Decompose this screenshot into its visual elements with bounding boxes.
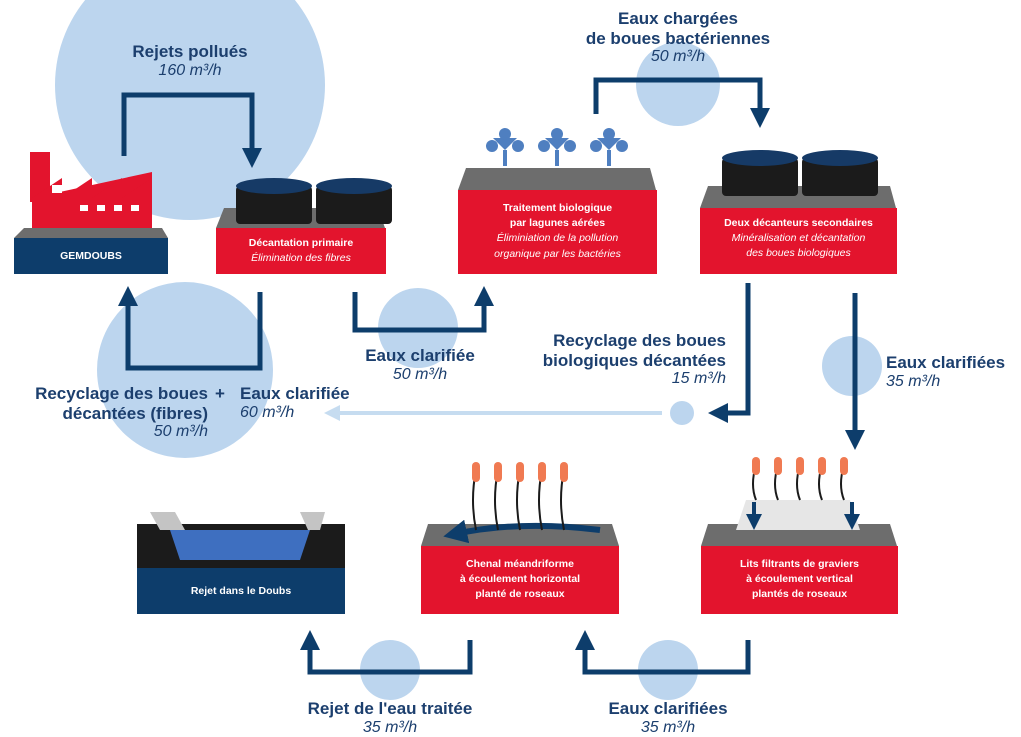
label-flow: 160 m³/h bbox=[158, 61, 222, 79]
rejet-doubs-text: Rejet dans le Doubs bbox=[137, 584, 345, 599]
unit-subtitle: Élimination des fibres bbox=[251, 252, 351, 265]
rejet-doubs-unit bbox=[137, 512, 345, 614]
label-title-2: de boues bactériennes bbox=[585, 28, 771, 48]
label-flow: 50 m³/h bbox=[650, 48, 706, 66]
unit-title-2: par lagunes aérées bbox=[509, 217, 606, 230]
bubble-eaux-clarifiees-3 bbox=[822, 336, 882, 396]
label-flow: 35 m³/h bbox=[886, 372, 941, 390]
unit-line-3: planté de roseaux bbox=[475, 588, 565, 601]
unit-title: GEMDOUBS bbox=[60, 250, 122, 262]
traitement-biologique-unit bbox=[458, 128, 657, 274]
chenal-text: Chenal méandriforme à écoulement horizon… bbox=[421, 557, 619, 603]
arrow-rejet bbox=[300, 630, 473, 675]
unit-title: Rejet dans le Doubs bbox=[190, 585, 292, 597]
unit-line-2: à écoulement horizontal bbox=[459, 573, 581, 586]
label-title: Rejet de l'eau traitée bbox=[307, 699, 473, 718]
chenal-unit bbox=[421, 462, 619, 614]
unit-title-1: Traitement biologique bbox=[502, 202, 613, 214]
label-eaux-clarifiee-2: Eaux clarifiée 60 m³/h bbox=[240, 384, 370, 422]
unit-line-2: à écoulement vertical bbox=[746, 573, 853, 586]
label-title: Eaux clarifiée bbox=[365, 346, 475, 365]
label-title: Eaux clarifiées bbox=[886, 353, 1006, 372]
label-eaux-clarifiees-4: Eaux clarifiées 35 m³/h bbox=[578, 699, 758, 737]
label-flow: 15 m³/h bbox=[671, 370, 726, 388]
bubble-recyclage-bio bbox=[670, 401, 694, 425]
unit-line-1: Lits filtrants de graviers bbox=[739, 558, 860, 570]
label-title-1: Recyclage des boues bbox=[35, 384, 208, 403]
gemdoubs-label: GEMDOUBS bbox=[14, 249, 168, 264]
unit-title: Deux décanteurs secondaires bbox=[724, 217, 873, 229]
unit-sub-1: Éliminiation de la pollution bbox=[496, 232, 619, 245]
arrow-eaux-clarifiees-4 bbox=[575, 630, 751, 675]
label-flow: 50 m³/h bbox=[153, 423, 208, 441]
label-recyclage-bio: Recyclage des boues biologiques décantée… bbox=[526, 331, 726, 388]
arrow-recyclage-fibres bbox=[118, 286, 263, 371]
lits-filtrants-text: Lits filtrants de graviers à écoulement … bbox=[701, 557, 898, 603]
decanteurs-secondaires-unit bbox=[700, 150, 897, 274]
plus-sign: + bbox=[215, 384, 225, 403]
label-title-2: biologiques décantées bbox=[542, 350, 726, 370]
unit-sub-2: des boues biologiques bbox=[746, 247, 851, 260]
decanteurs-secondaires-text: Deux décanteurs secondaires Minéralisati… bbox=[700, 216, 897, 262]
label-rejet-eau-traitee: Rejet de l'eau traitée 35 m³/h bbox=[290, 699, 490, 737]
label-flow: 50 m³/h bbox=[392, 365, 448, 383]
unit-title: Décantation primaire bbox=[248, 237, 354, 249]
label-recyclage-fibres: Recyclage des boues décantées (fibres) 5… bbox=[18, 384, 208, 441]
arrow-rejets-pollues bbox=[121, 92, 262, 168]
unit-sub-2: organique par les bactéries bbox=[494, 247, 621, 260]
traitement-biologique-text: Traitement biologique par lagunes aérées… bbox=[458, 201, 657, 262]
lits-filtrants-unit bbox=[701, 457, 898, 614]
unit-sub-1: Minéralisation et décantation bbox=[731, 232, 866, 245]
decantation-primaire-text: Décantation primaire Élimination des fib… bbox=[216, 236, 386, 266]
label-title-2: décantées (fibres) bbox=[62, 403, 209, 423]
label-flow: 60 m³/h bbox=[240, 403, 295, 421]
arrow-recyclage-bio bbox=[708, 283, 751, 423]
bubble-eaux-chargees bbox=[636, 42, 720, 126]
flow-arrows bbox=[118, 77, 865, 675]
label-title: Eaux clarifiées bbox=[608, 699, 728, 718]
gemdoubs-factory bbox=[14, 152, 168, 274]
label-title-1: Eaux chargées bbox=[617, 9, 738, 28]
decantation-primaire-unit bbox=[216, 178, 392, 274]
label-eaux-clarifiee-1: Eaux clarifiée 50 m³/h bbox=[340, 346, 500, 384]
label-title-1: Recyclage des boues bbox=[553, 331, 726, 350]
arrow-eaux-clarifiee-1 bbox=[352, 286, 494, 333]
label-flow: 35 m³/h bbox=[640, 718, 696, 736]
label-rejets-pollues: Rejets pollués 160 m³/h bbox=[110, 42, 270, 80]
unit-line-1: Chenal méandriforme bbox=[466, 558, 574, 570]
label-eaux-clarifiees-3: Eaux clarifiées 35 m³/h bbox=[886, 353, 1016, 391]
label-title: Eaux clarifiée bbox=[240, 384, 350, 403]
label-eaux-chargees: Eaux chargées de boues bactériennes 50 m… bbox=[578, 9, 778, 66]
arrow-eaux-chargees bbox=[593, 77, 770, 128]
label-title: Rejets pollués bbox=[132, 42, 248, 61]
label-plus: + bbox=[210, 384, 230, 404]
unit-line-3: plantés de roseaux bbox=[751, 588, 848, 601]
label-flow: 35 m³/h bbox=[362, 718, 418, 736]
